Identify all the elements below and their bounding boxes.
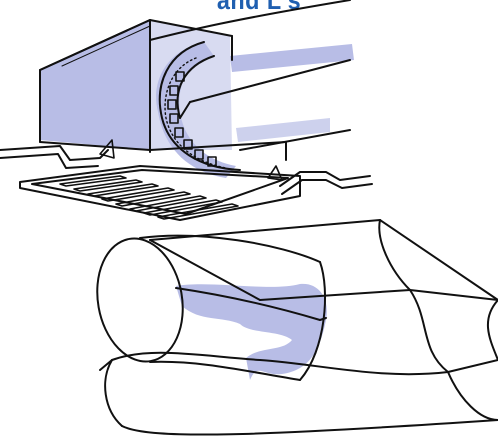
register-louvers bbox=[59, 175, 239, 220]
round-to-trunk-assembly bbox=[96, 219, 498, 436]
register-boot-assembly bbox=[0, 0, 373, 221]
sealant-on-joint bbox=[176, 283, 327, 380]
caption-text: and L's bbox=[216, 0, 302, 15]
